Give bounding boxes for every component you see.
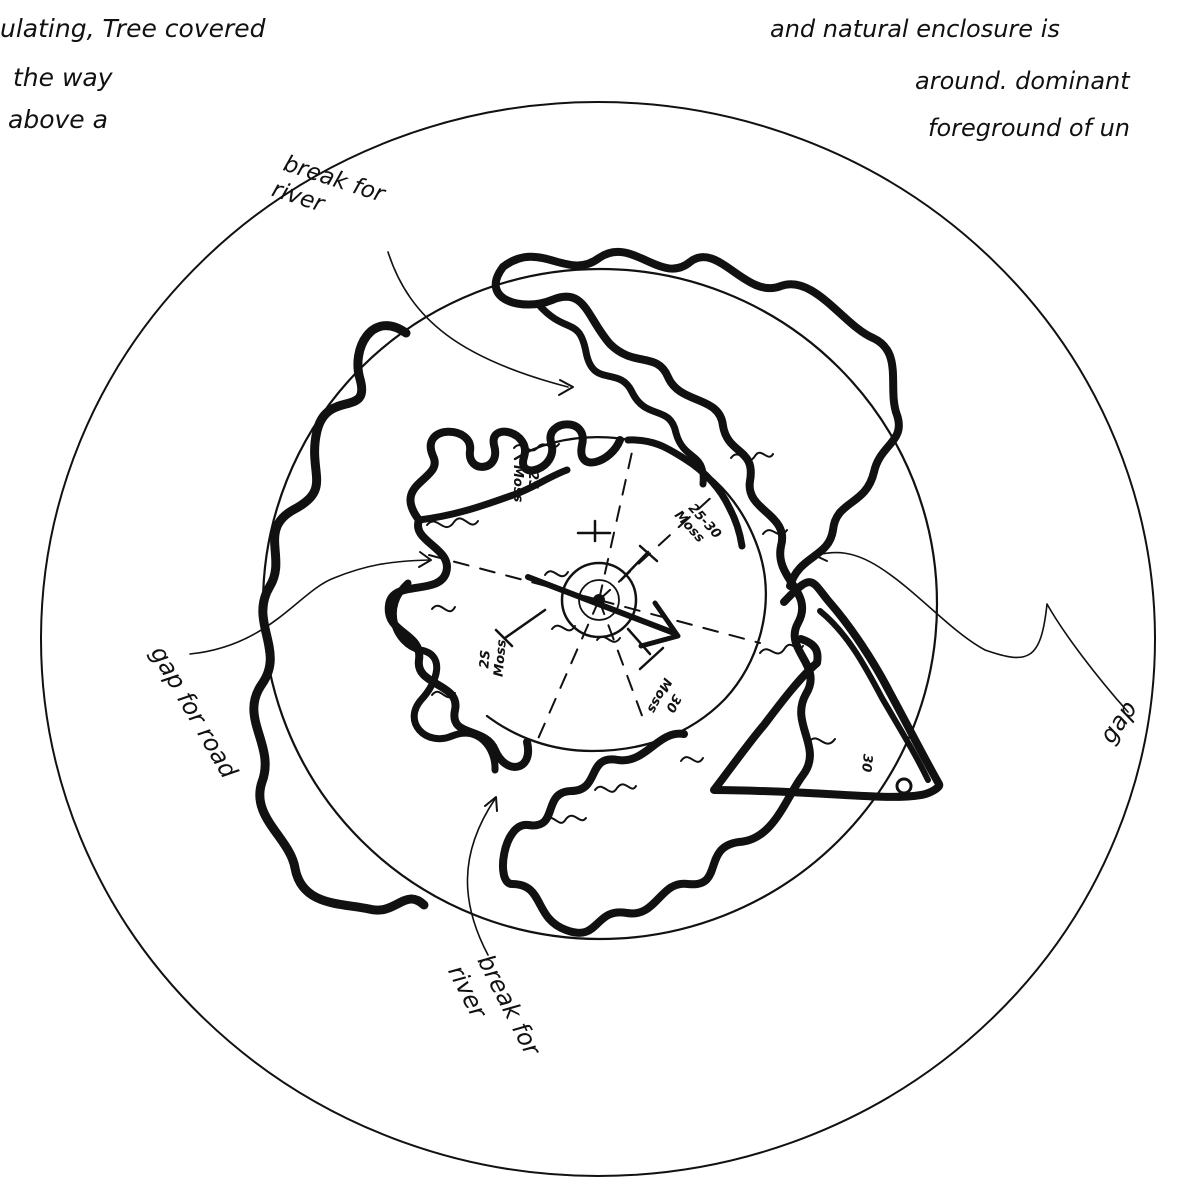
gap-for-road-label: gap for road <box>145 641 244 784</box>
zone-lower-right-label: 30 Moss <box>643 675 688 723</box>
zone-left-number: 2S <box>477 649 494 669</box>
gap-right-label: gap <box>1094 695 1143 748</box>
zone-left-moss: Moss <box>492 639 510 678</box>
top-left-note-line-2: the way <box>13 63 114 92</box>
top-right-note-line-1: and natural enclosure is <box>770 15 1060 43</box>
spur-number: 30 <box>858 753 875 772</box>
arrowhead-spur <box>714 582 939 797</box>
radial-dashed-lines <box>429 443 760 748</box>
central-observer-point <box>496 521 678 669</box>
inner-wavy-ridge <box>389 424 742 770</box>
top-left-note: ulating, Tree covered the way above a <box>0 14 266 134</box>
top-left-note-line-3: above a <box>8 105 108 134</box>
zone-upper-left-moss: Moss <box>510 465 525 503</box>
gap-right-text: gap <box>1094 695 1143 748</box>
zone-upper-right-label: 25-30 Moss <box>671 498 724 552</box>
annotation-arrows <box>190 252 1128 955</box>
break-for-river-top-label: break for river <box>269 150 389 235</box>
top-right-note-line-2: around. dominant <box>915 67 1131 95</box>
break-for-river-bottom-label: break for river <box>442 946 547 1075</box>
zone-upper-left-number: 2S <box>525 471 540 489</box>
top-right-note-line-3: foreground of un <box>928 114 1130 142</box>
top-left-note-line-1: ulating, Tree covered <box>0 14 266 43</box>
top-right-note: and natural enclosure is around. dominan… <box>770 15 1131 142</box>
spur-label: 30 <box>858 753 875 772</box>
zone-left-label: 2S Moss <box>477 637 510 677</box>
zone-upper-left-label: 2S Moss <box>510 465 540 503</box>
gap-road-text: gap for road <box>145 641 244 784</box>
